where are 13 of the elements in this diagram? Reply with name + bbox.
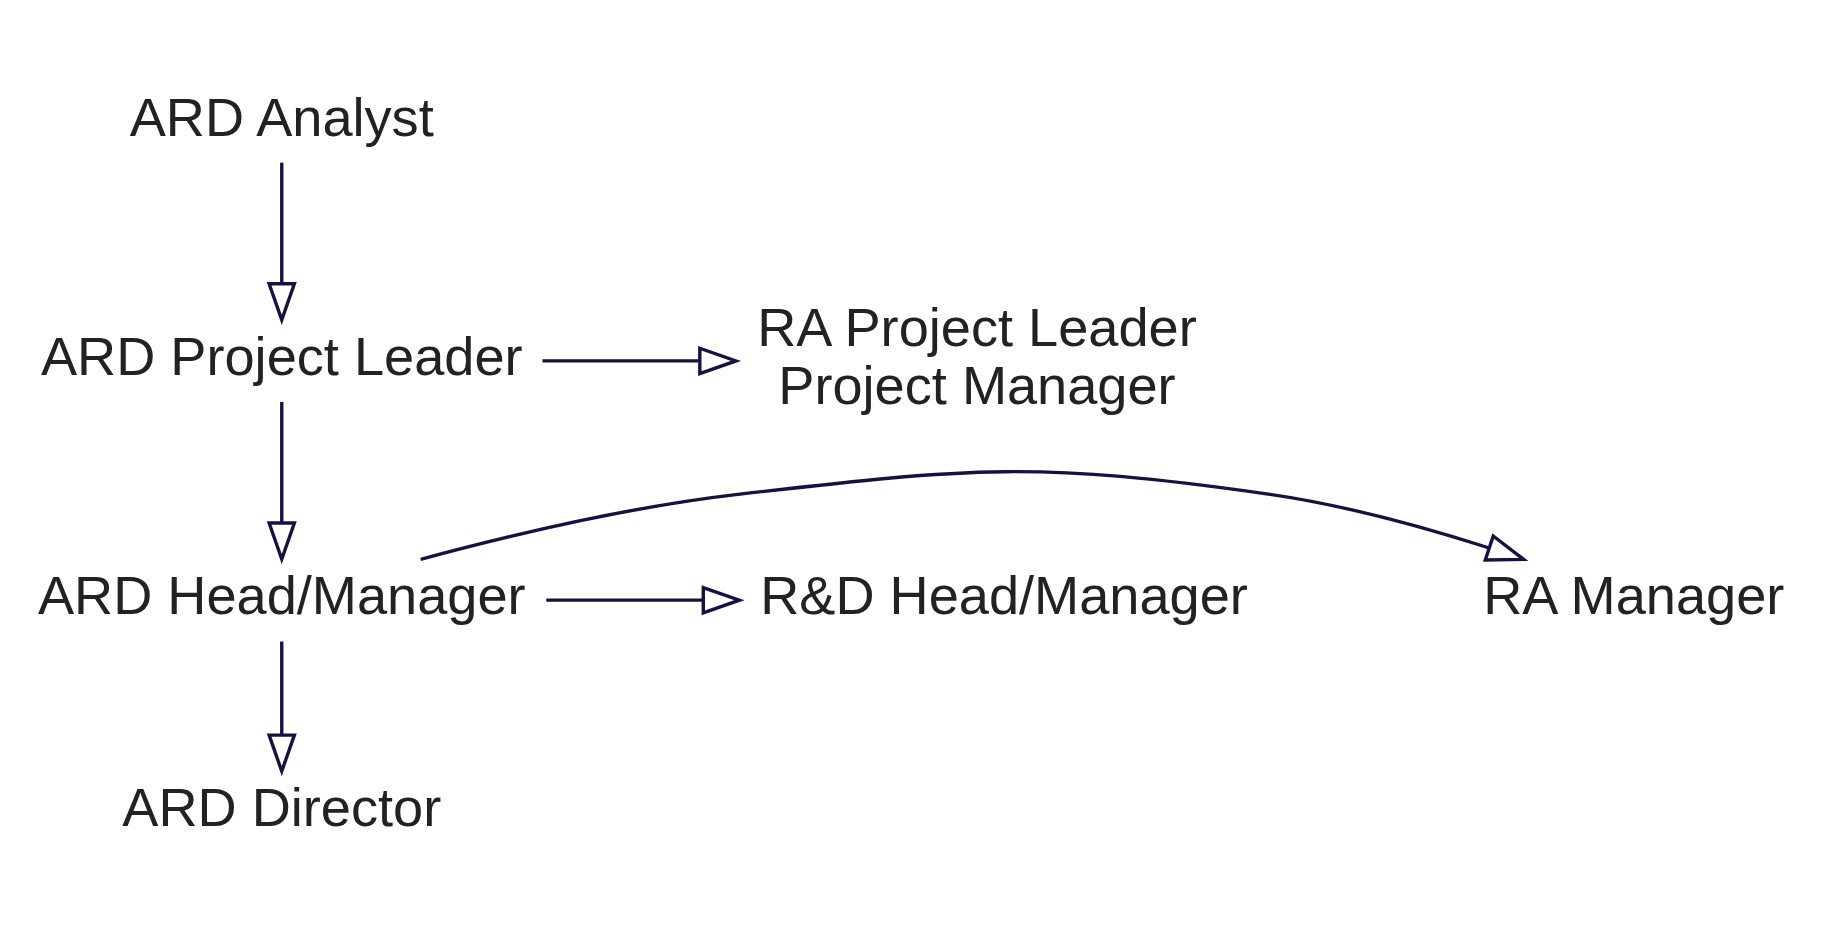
- node-text: RA Project Leader Project Manager: [757, 296, 1197, 415]
- arrow: [266, 162, 297, 325]
- node-text: R&D Head/Manager: [760, 564, 1248, 625]
- arrow: [266, 401, 297, 564]
- node-text: ARD Head/Manager: [37, 564, 526, 625]
- arrow: [542, 345, 742, 376]
- arrow: [546, 584, 745, 615]
- node-text: ARD Project Leader: [40, 325, 523, 386]
- arrow: [420, 469, 1529, 562]
- node-text: ARD Director: [122, 776, 442, 837]
- arrow: [266, 641, 297, 776]
- node-text: RA Manager: [1483, 564, 1785, 625]
- node-text: ARD Analyst: [129, 86, 434, 147]
